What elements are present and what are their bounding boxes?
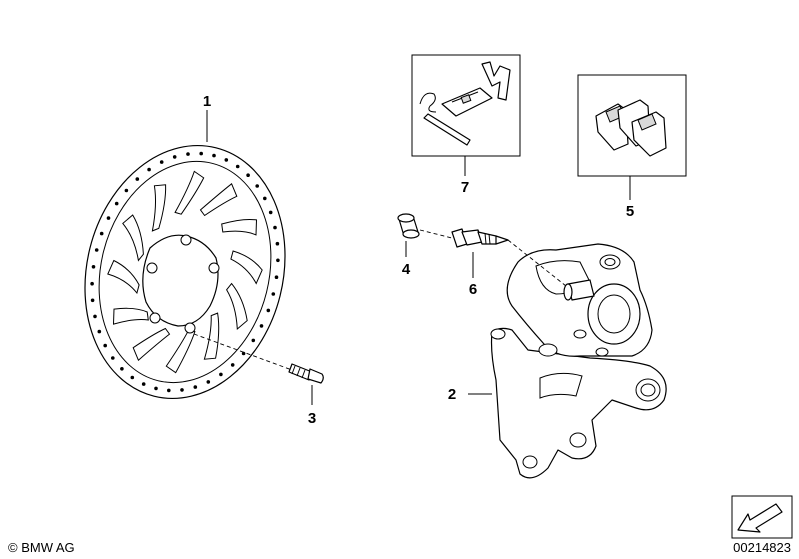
disc-hole	[141, 382, 146, 386]
disc-slot	[225, 282, 248, 331]
disc-slot	[151, 184, 167, 232]
callout-6: 6	[469, 281, 477, 298]
hub-bolt-hole	[146, 262, 158, 274]
disc-slot	[132, 327, 171, 362]
disc-hole	[90, 298, 95, 303]
hub-bolt-hole	[184, 322, 196, 334]
disc-slot	[221, 218, 258, 236]
disc-hole	[167, 388, 171, 393]
disc-hole	[193, 385, 198, 389]
disc-hole	[199, 151, 203, 156]
callout-1: 1	[203, 93, 211, 110]
disc-slot	[165, 329, 196, 374]
disc-hole	[206, 380, 211, 384]
disc-hole	[106, 216, 111, 220]
disc-hole	[259, 324, 264, 328]
disc-bolt[interactable]	[193, 333, 324, 384]
disc-slot	[107, 259, 140, 295]
direction-arrow-icon	[731, 495, 793, 539]
disc-hole	[93, 314, 97, 319]
disc-hole	[255, 184, 259, 188]
diagram-number: 00214823	[733, 540, 791, 555]
disc-hole	[235, 164, 240, 169]
callout-leaders	[206, 110, 631, 405]
callout-4: 4	[402, 261, 411, 278]
disc-hole	[271, 292, 276, 296]
callout-3: 3	[308, 410, 316, 427]
disc-hole	[103, 343, 107, 348]
disc-hole	[224, 158, 229, 162]
brake-disc[interactable]	[59, 124, 311, 420]
disc-hole	[124, 188, 129, 193]
disc-hole	[180, 388, 184, 392]
disc-ventilation-holes	[90, 151, 280, 393]
calliper-carrier	[490, 327, 667, 479]
disc-hole	[120, 367, 124, 371]
disc-hole	[186, 152, 190, 156]
disc-hole	[275, 241, 280, 246]
disc-hole	[147, 167, 151, 172]
disc-hole	[99, 231, 104, 236]
disc-hole	[246, 173, 250, 177]
hub-bolt-hole	[149, 312, 161, 324]
disc-hole	[135, 177, 140, 181]
copyright-label: © BMW AG	[8, 540, 75, 555]
disc-slots	[107, 170, 263, 374]
disc-hole	[111, 356, 115, 360]
disc-slot	[112, 307, 149, 325]
disc-hole	[241, 351, 246, 356]
disc-hole	[212, 153, 216, 158]
disc-hole	[94, 248, 99, 252]
brake-calliper-assembly[interactable]	[490, 243, 667, 479]
disc-hole	[97, 329, 102, 334]
disc-hole	[274, 275, 279, 280]
disc-hole	[91, 265, 96, 269]
disc-hole	[251, 338, 256, 343]
disc-hole	[263, 196, 267, 201]
disc-hole	[273, 225, 277, 230]
disc-hole	[268, 210, 273, 215]
disc-slot	[230, 250, 263, 285]
disc-hole	[90, 281, 94, 286]
disc-hole	[130, 375, 135, 380]
brake-pad-fitting-kit[interactable]	[411, 54, 521, 157]
disc-slot	[174, 170, 205, 215]
disc-slot	[122, 214, 144, 262]
hub-bolt-hole	[208, 262, 220, 274]
bleed-screw[interactable]	[451, 228, 567, 287]
disc-slot	[203, 312, 220, 360]
disc-hole	[154, 386, 158, 391]
disc-hole	[114, 201, 119, 206]
bleed-screw-cap[interactable]	[397, 213, 453, 239]
brake-pads-set[interactable]	[577, 74, 687, 177]
disc-hole	[266, 308, 271, 313]
callout-5: 5	[626, 203, 634, 220]
disc-hole	[219, 372, 223, 377]
disc-hole	[276, 258, 280, 263]
disc-hole	[159, 160, 164, 164]
callout-2: 2	[448, 386, 456, 403]
hub-bolt-hole	[180, 234, 192, 246]
disc-slot	[199, 182, 238, 217]
callout-7: 7	[461, 179, 469, 196]
disc-hole	[172, 155, 177, 159]
disc-hole	[230, 363, 235, 367]
